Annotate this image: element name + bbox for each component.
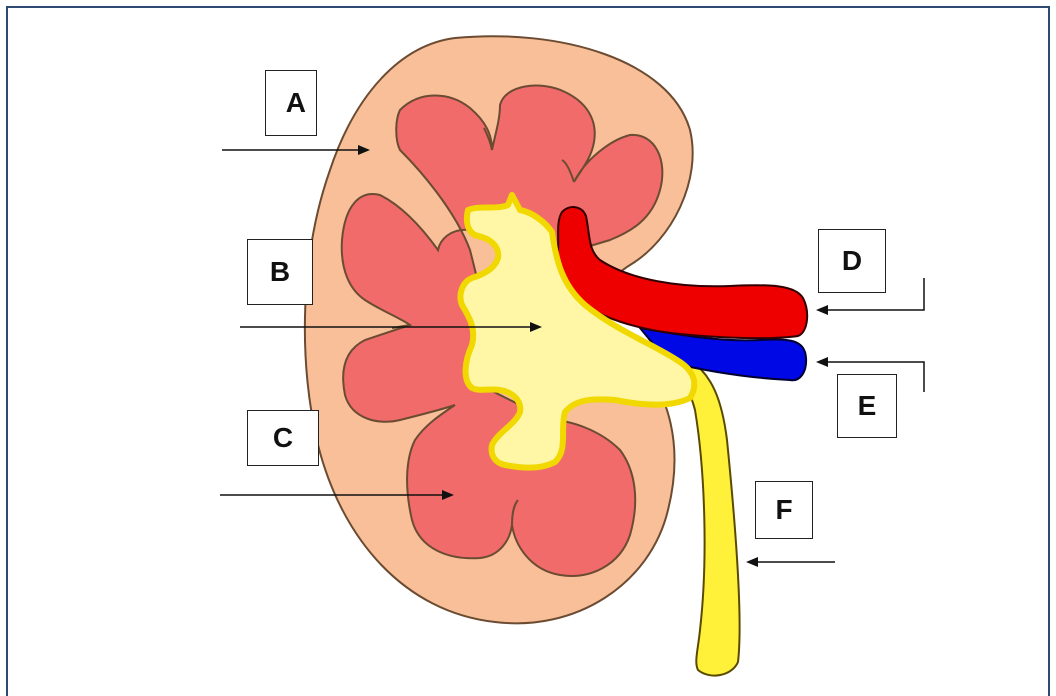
ureter bbox=[655, 360, 740, 676]
label-box-b: B bbox=[247, 239, 313, 305]
label-c: C bbox=[273, 422, 293, 454]
arrow-f bbox=[746, 557, 835, 567]
label-box-a: A bbox=[265, 70, 317, 136]
label-box-d: D bbox=[818, 229, 886, 293]
label-box-e: E bbox=[837, 374, 897, 438]
label-e: E bbox=[858, 390, 877, 422]
label-d: D bbox=[842, 245, 862, 277]
label-box-f: F bbox=[755, 481, 813, 539]
label-f: F bbox=[775, 494, 792, 526]
label-box-c: C bbox=[247, 410, 319, 466]
label-b: B bbox=[270, 256, 290, 288]
label-a: A bbox=[286, 87, 306, 119]
